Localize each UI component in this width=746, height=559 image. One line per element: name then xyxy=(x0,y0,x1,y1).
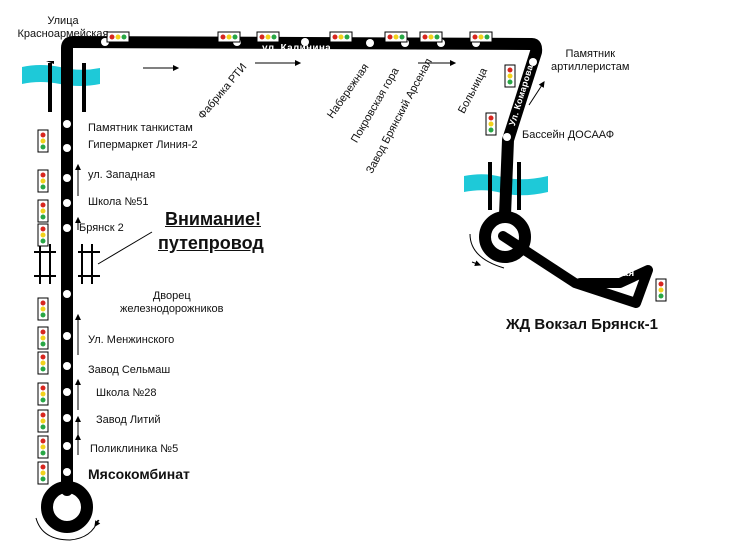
bridge-right-a xyxy=(488,162,492,210)
stop-dot xyxy=(529,58,537,66)
traffic-light-icon xyxy=(504,64,516,88)
traffic-lights xyxy=(37,31,667,485)
traffic-light-icon xyxy=(329,31,353,43)
stop-dot xyxy=(503,133,511,141)
stop-dot xyxy=(63,414,71,422)
traffic-light-icon xyxy=(37,409,49,433)
terminal-myasokombinat: Мясокомбинат xyxy=(88,466,190,482)
traffic-light-icon xyxy=(37,382,49,406)
traffic-light-icon xyxy=(37,461,49,485)
arrow-head xyxy=(474,260,482,267)
stop-dot xyxy=(63,388,71,396)
stop-krasnoarmeyskaya: Улица Красноармейская xyxy=(17,15,109,40)
stop-gipermarket: Гипермаркет Линия-2 xyxy=(88,139,198,151)
route-line xyxy=(61,36,653,496)
bridge-right-b xyxy=(517,162,521,210)
arrow-head xyxy=(75,378,81,386)
stop-selmash: Завод Сельмаш xyxy=(88,364,171,376)
arrow-head xyxy=(94,520,101,527)
stop-dot xyxy=(63,174,71,182)
arrow-head xyxy=(294,60,302,66)
stop-artilleristam: Памятник артиллеристам xyxy=(551,48,630,73)
traffic-light-icon xyxy=(655,278,667,302)
overpass-group xyxy=(34,231,153,284)
stop-poliklinika5: Поликлиника №5 xyxy=(90,443,179,455)
stop-dot xyxy=(63,468,71,476)
stop-dvorets: Дворец железнодорожников xyxy=(120,290,224,315)
arrow-head xyxy=(75,415,81,423)
stop-dot xyxy=(63,442,71,450)
stop-dosaaf: Бассейн ДОСААФ xyxy=(522,129,615,141)
traffic-light-icon xyxy=(37,351,49,375)
stop-dot xyxy=(63,224,71,232)
arrow-head xyxy=(554,265,562,271)
arrow-head xyxy=(538,81,545,88)
stop-litiy: Завод Литий xyxy=(96,414,161,426)
arrow-head xyxy=(172,65,180,71)
stop-dot xyxy=(63,199,71,207)
street-kalinina: ул. Калинина xyxy=(262,43,332,54)
traffic-light-icon xyxy=(37,199,49,223)
direction-curls xyxy=(35,233,505,541)
stop-dot xyxy=(63,332,71,340)
traffic-light-icon xyxy=(419,31,443,43)
arrow-head xyxy=(75,163,81,171)
stop-dot xyxy=(63,362,71,370)
arrow-head xyxy=(449,60,457,66)
traffic-light-icon xyxy=(37,169,49,193)
stop-dot xyxy=(366,39,374,47)
warning-line1: Внимание! xyxy=(165,209,261,229)
stop-dot xyxy=(63,290,71,298)
bridge-group xyxy=(46,61,521,210)
warning-line2: путепровод xyxy=(158,233,264,253)
bridge-left-a xyxy=(46,61,54,112)
traffic-light-icon xyxy=(37,129,49,153)
arrow-head xyxy=(75,216,81,224)
roundabout-group xyxy=(41,211,531,533)
stop-bryansk2: Брянск 2 xyxy=(79,222,124,234)
traffic-light-icon xyxy=(217,31,241,43)
stop-dot xyxy=(63,144,71,152)
street-rechnaya: Ул. Речная xyxy=(579,268,635,279)
traffic-light-icon xyxy=(485,112,497,136)
stop-dot xyxy=(63,120,71,128)
direction-arrow xyxy=(529,254,561,271)
traffic-light-icon xyxy=(37,297,49,321)
direction-arrows xyxy=(75,60,562,527)
stop-shkola28: Школа №28 xyxy=(96,387,157,399)
arrow-head xyxy=(75,313,81,321)
stop-shkola51: Школа №51 xyxy=(88,196,149,208)
arrow-head xyxy=(75,433,81,441)
traffic-light-icon xyxy=(37,435,49,459)
stop-zapadnaya: ул. Западная xyxy=(88,169,156,181)
traffic-light-icon xyxy=(37,326,49,350)
stop-pamyatnik-tankistam: Памятник танкистам xyxy=(88,122,193,134)
traffic-light-icon xyxy=(37,223,49,247)
stop-dot xyxy=(301,38,309,46)
stop-markers xyxy=(63,38,537,476)
traffic-light-icon xyxy=(384,31,408,43)
traffic-light-icon xyxy=(256,31,280,43)
bridge-left-b xyxy=(82,63,86,112)
traffic-light-icon xyxy=(106,31,130,43)
stop-menzhinskogo: Ул. Менжинского xyxy=(88,334,175,346)
traffic-light-icon xyxy=(469,31,493,43)
terminal-vokzal: ЖД Вокзал Брянск-1 xyxy=(506,316,658,333)
